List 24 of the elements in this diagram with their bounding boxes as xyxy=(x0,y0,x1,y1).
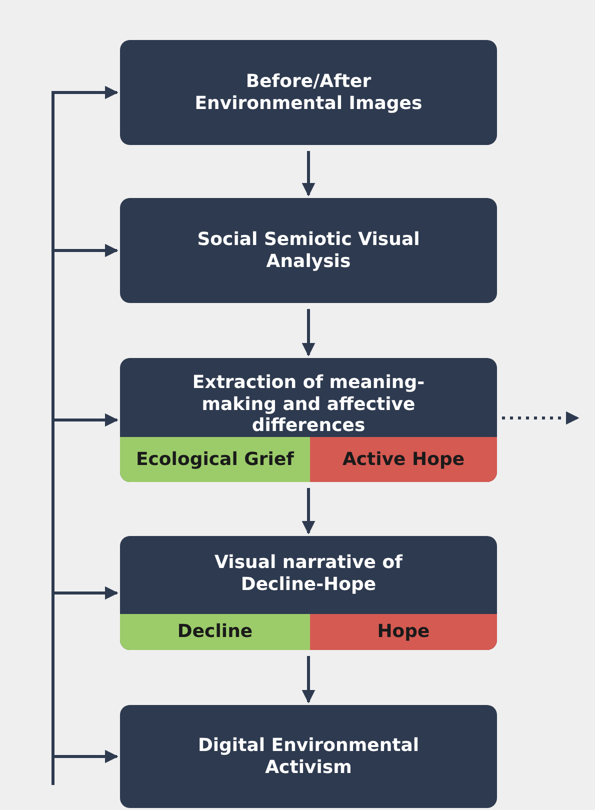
arrow xyxy=(302,656,316,704)
process-box xyxy=(120,536,497,650)
category-label: Decline xyxy=(177,621,253,643)
category-bar xyxy=(120,614,310,650)
arrow xyxy=(52,750,118,785)
category-bar xyxy=(310,437,497,482)
category-bar xyxy=(120,437,310,482)
box-title: Before/After Environmental Images xyxy=(194,70,424,114)
box-title: Social Semiotic Visual Analysis xyxy=(196,228,421,272)
box-title: Extraction of meaning-making and affective differences xyxy=(191,372,426,437)
box-title: Digital Environmental Activism xyxy=(196,734,420,778)
category-label: Ecological Grief xyxy=(136,448,294,470)
process-box xyxy=(120,40,497,145)
arrow xyxy=(302,309,316,356)
box-title: Visual narrative of Decline-Hope xyxy=(214,552,404,596)
category-label: Active Hope xyxy=(342,448,465,470)
process-box xyxy=(120,358,497,482)
category-label: Hope xyxy=(377,621,430,643)
arrow xyxy=(502,411,580,425)
process-box xyxy=(120,705,497,808)
process-box xyxy=(120,198,497,303)
arrow xyxy=(302,151,316,196)
arrow xyxy=(302,488,316,534)
category-bar xyxy=(310,614,497,650)
